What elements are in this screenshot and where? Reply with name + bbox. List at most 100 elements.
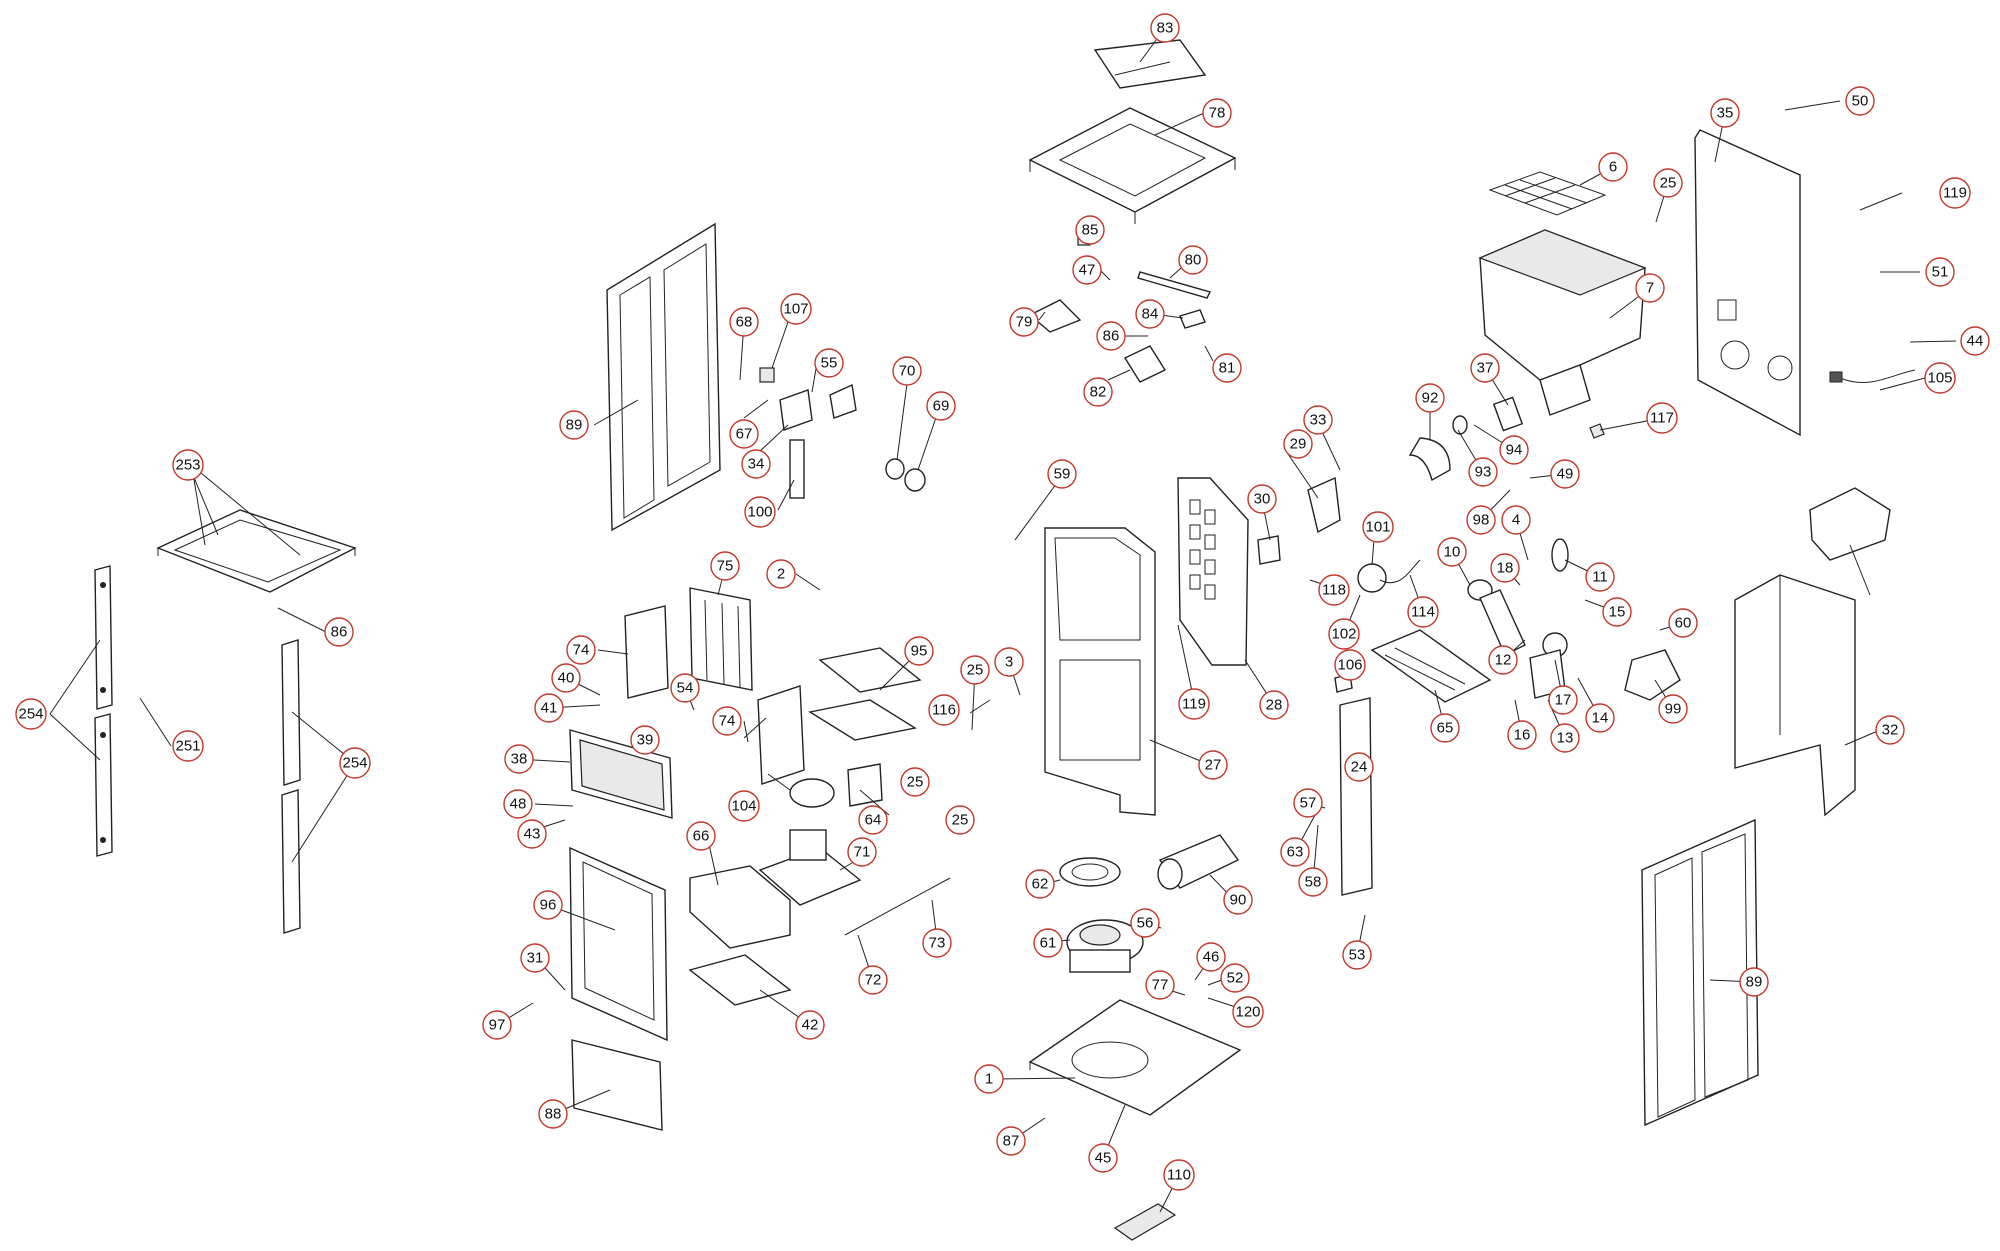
callout-circle — [1646, 402, 1678, 434]
callout-circle — [728, 790, 760, 822]
callout-circle — [1072, 255, 1102, 285]
callout-label: 116 — [932, 702, 956, 719]
callout-53: 53 — [1342, 940, 1372, 970]
callout-circle — [1490, 553, 1520, 583]
callout-label: 27 — [1205, 757, 1222, 774]
callout-56: 56 — [1130, 908, 1160, 938]
callout-circle — [710, 551, 740, 581]
callout-label: 101 — [1365, 519, 1390, 536]
callout-circle — [1635, 273, 1665, 303]
callout-25: 25 — [1653, 168, 1683, 198]
callout-circle — [1198, 750, 1228, 780]
callout-circle — [1178, 688, 1210, 720]
callout-label: 43 — [524, 826, 541, 843]
callout-circle — [1150, 13, 1180, 43]
callout-51: 51 — [1925, 257, 1955, 287]
callout-69: 69 — [926, 391, 956, 421]
callout-circle — [1550, 459, 1580, 489]
callout-label: 114 — [1411, 604, 1435, 621]
callout-circle — [1088, 1143, 1118, 1173]
part-door — [569, 846, 668, 1042]
callout-label: 6 — [1609, 159, 1617, 176]
callout-2: 2 — [766, 559, 796, 589]
callout-label: 41 — [541, 700, 558, 717]
callout-18: 18 — [1490, 553, 1520, 583]
callout-circle — [551, 663, 581, 693]
callout-label: 13 — [1557, 730, 1574, 747]
part-fire-chamber — [1044, 527, 1156, 816]
callout-label: 24 — [1351, 759, 1368, 776]
callout-circle — [1845, 86, 1875, 116]
callout-105: 105 — [1924, 362, 1956, 394]
callout-82: 82 — [1083, 377, 1113, 407]
callout-circle — [922, 928, 952, 958]
callout-47: 47 — [1072, 255, 1102, 285]
callout-label: 60 — [1675, 615, 1692, 632]
callout-circle — [814, 348, 844, 378]
callout-104: 104 — [728, 790, 760, 822]
callout-circle — [1739, 967, 1769, 997]
callout-circle — [904, 636, 934, 666]
callout-label: 4 — [1512, 512, 1520, 529]
callout-circle — [1960, 326, 1990, 356]
callout-label: 100 — [747, 504, 772, 521]
callout-circle — [1220, 963, 1250, 993]
callout-72: 72 — [858, 965, 888, 995]
callout-label: 25 — [952, 812, 969, 829]
callout-circle — [1468, 457, 1498, 487]
callout-88: 88 — [538, 1099, 568, 1129]
callout-circle — [1334, 649, 1366, 681]
callout-92: 92 — [1415, 383, 1445, 413]
callout-circle — [324, 617, 354, 647]
callout-circle — [974, 1064, 1004, 1094]
callout-106: 106 — [1334, 649, 1366, 681]
callout-74: 74 — [566, 635, 596, 665]
callout-circle — [1259, 690, 1289, 720]
callout-24: 24 — [1344, 752, 1374, 782]
callout-29: 29 — [1283, 429, 1313, 459]
callout-circle — [729, 307, 759, 337]
callout-116: 116 — [928, 694, 960, 726]
callout-90: 90 — [1223, 885, 1253, 915]
callout-label: 58 — [1305, 874, 1322, 891]
callout-label: 253 — [175, 457, 200, 474]
callout-circle — [1437, 537, 1467, 567]
callout-circle — [559, 410, 589, 440]
callout-label: 50 — [1852, 93, 1869, 110]
callout-label: 62 — [1032, 876, 1049, 893]
callout-58: 58 — [1298, 867, 1328, 897]
callout-circle — [534, 693, 564, 723]
part-control-panel — [1113, 1203, 1177, 1241]
callout-label: 87 — [1003, 1133, 1020, 1150]
callout-label: 15 — [1609, 604, 1626, 621]
callout-circle — [172, 449, 204, 481]
callout-83: 83 — [1150, 13, 1180, 43]
callout-120: 120 — [1232, 996, 1264, 1028]
callout-circle — [712, 706, 742, 736]
callout-119: 119 — [1178, 688, 1210, 720]
callout-label: 90 — [1230, 892, 1247, 909]
callout-circle — [1328, 618, 1360, 650]
callout-label: 119 — [1182, 696, 1206, 713]
callout-circle — [538, 1099, 568, 1129]
callout-63: 63 — [1280, 837, 1310, 867]
callout-27: 27 — [1198, 750, 1228, 780]
callout-78: 78 — [1202, 98, 1232, 128]
callout-label: 31 — [527, 950, 544, 967]
callout-label: 30 — [1254, 491, 1271, 508]
callout-circle — [517, 819, 547, 849]
callout-label: 70 — [899, 363, 916, 380]
callout-35: 35 — [1710, 98, 1740, 128]
callout-65: 65 — [1430, 713, 1460, 743]
callout-circle — [1550, 723, 1580, 753]
callout-label: 96 — [540, 897, 557, 914]
callout-84: 84 — [1135, 299, 1165, 329]
callout-label: 14 — [1592, 710, 1609, 727]
callout-label: 106 — [1337, 657, 1362, 674]
callout-41: 41 — [534, 693, 564, 723]
part-left-side-panel — [606, 222, 721, 532]
callout-circle — [1939, 177, 1971, 209]
callout-107: 107 — [780, 293, 812, 325]
callout-circle — [1293, 788, 1323, 818]
callout-circle — [1344, 752, 1374, 782]
